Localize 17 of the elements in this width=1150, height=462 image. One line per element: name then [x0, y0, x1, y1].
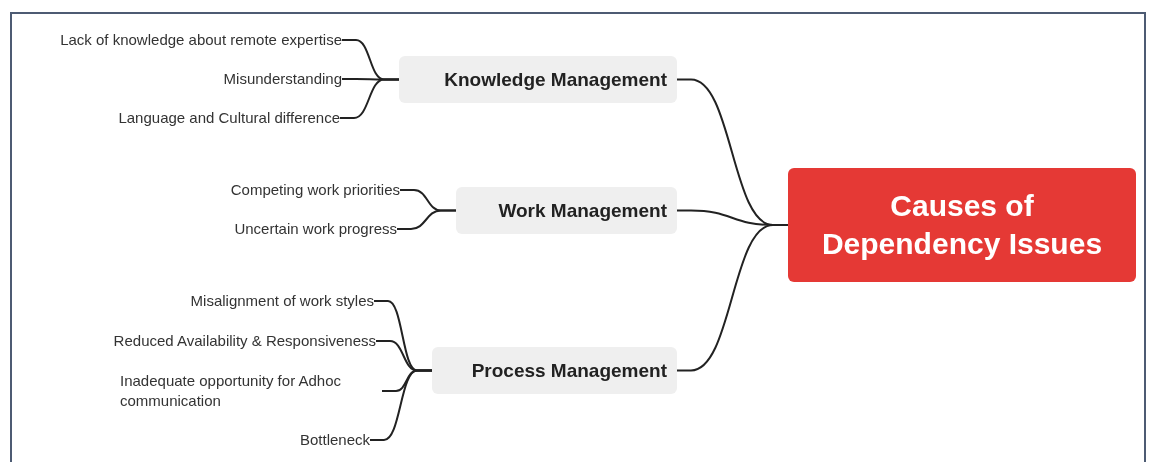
leaf-topic: Bottleneck [299, 430, 370, 450]
leaf-topic: Competing work priorities [230, 180, 400, 200]
connector-line [369, 369, 433, 441]
connector-line [676, 224, 789, 372]
branch-topic: Process Management [432, 347, 677, 394]
branch-topic: Knowledge Management [399, 56, 677, 103]
branch-topic: Work Management [456, 187, 677, 234]
connector-line [339, 78, 400, 119]
leaf-topic: Misalignment of work styles [190, 291, 374, 311]
leaf-topic: Reduced Availability & Responsiveness [113, 331, 376, 351]
leaf-topic: Misunderstanding [223, 69, 342, 89]
leaf-topic: Language and Cultural difference [118, 108, 340, 128]
leaf-topic: Uncertain work progress [234, 219, 397, 239]
central-topic: Causes of Dependency Issues [788, 168, 1136, 282]
leaf-topic: Inadequate opportunity for Adhoc communication [120, 371, 382, 411]
connector-line [396, 209, 457, 230]
leaf-topic: Lack of knowledge about remote expertise [60, 30, 342, 50]
